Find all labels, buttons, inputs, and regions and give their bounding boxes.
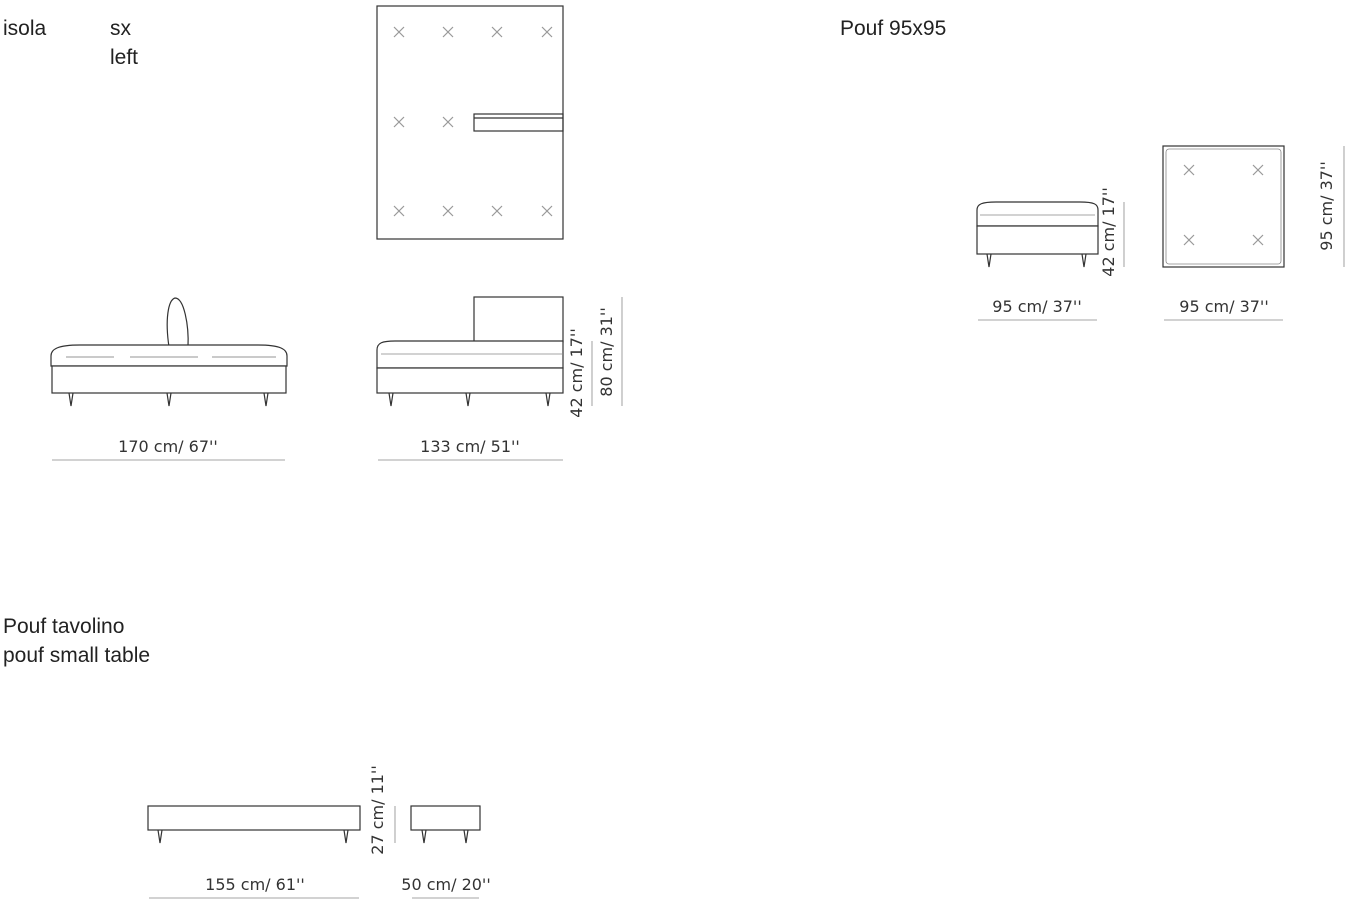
pouf-tavolino-long-elevation	[147, 805, 361, 844]
pouf-tavolino-title-it: Pouf tavolino	[3, 615, 124, 638]
pouf95-plan-view	[1162, 145, 1285, 268]
isola-front-width-label: 170 cm/ 67''	[118, 437, 218, 456]
pouf95-top-width-label: 95 cm/ 37''	[1179, 297, 1268, 316]
isola-seat-height-label: 42 cm/ 17''	[567, 328, 586, 417]
isola-total-height-label: 80 cm/ 31''	[597, 307, 616, 396]
pouf-tavolino-length-label: 155 cm/ 61''	[205, 875, 305, 894]
tuft-marks	[393, 26, 553, 217]
pouf-tavolino-height-label: 27 cm/ 11''	[368, 765, 387, 854]
isola-front-elevation	[50, 297, 288, 407]
pouf-tavolino-short-elevation	[410, 805, 481, 844]
pouf95-title: Pouf 95x95	[840, 17, 946, 40]
isola-variant-it: sx	[110, 17, 132, 40]
tuft-marks	[1183, 164, 1264, 246]
isola-variant-en: left	[110, 46, 138, 69]
pouf95-depth-label: 95 cm/ 37''	[1317, 161, 1336, 250]
pouf95-front-width-label: 95 cm/ 37''	[992, 297, 1081, 316]
isola-title: isola	[3, 17, 47, 40]
isola-side-elevation	[376, 296, 564, 407]
isola-plan-view	[376, 5, 564, 240]
isola-side-depth-label: 133 cm/ 51''	[420, 437, 520, 456]
pouf95-height-label: 42 cm/ 17''	[1099, 187, 1118, 276]
pouf95-front-elevation	[976, 201, 1099, 268]
pouf-tavolino-width-label: 50 cm/ 20''	[401, 875, 490, 894]
pouf-tavolino-title-en: pouf small table	[3, 644, 150, 667]
